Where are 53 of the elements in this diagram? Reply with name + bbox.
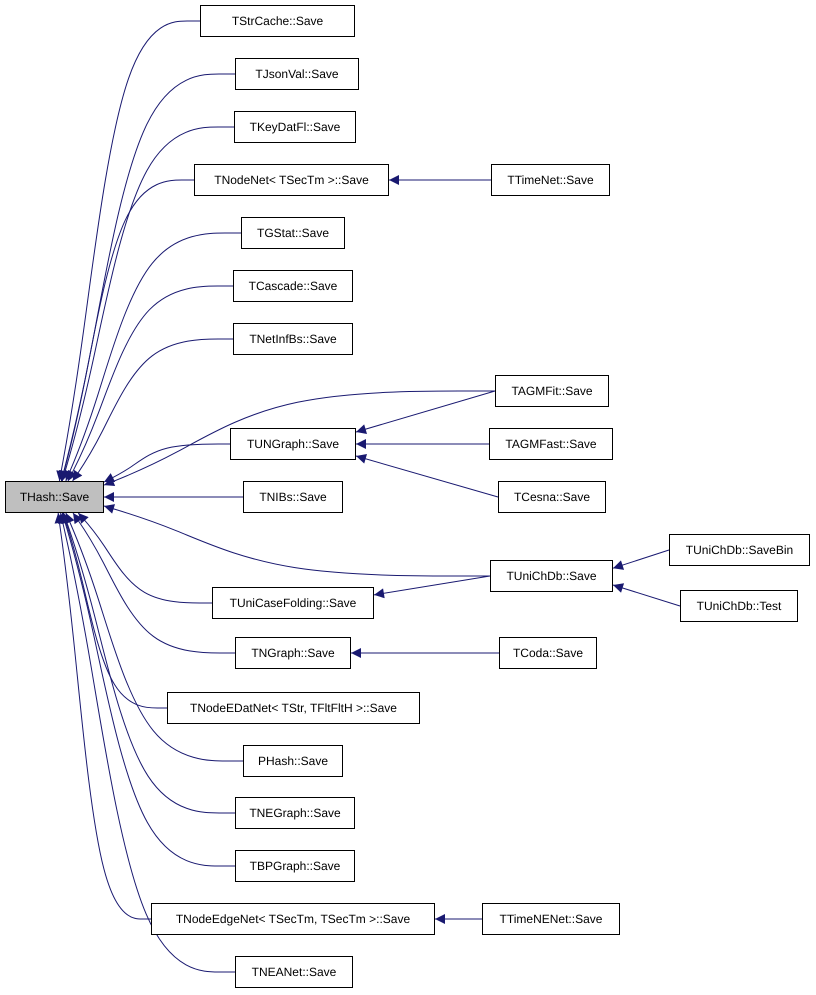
arrow: [72, 338, 234, 482]
function-box: TNodeEDatNet< TStr, TFltFltH >::Save: [167, 692, 420, 724]
function-box: TNetInfBs::Save: [233, 323, 353, 355]
arrow: [388, 175, 492, 185]
arrow: [356, 454, 498, 498]
function-box: TNIBs::Save: [243, 481, 343, 513]
arrow: [68, 286, 234, 482]
arrow: [356, 390, 496, 434]
arrow: [59, 180, 194, 482]
function-box: TUniCaseFolding::Save: [212, 587, 374, 619]
function-box: TTimeNet::Save: [491, 164, 610, 196]
arrow: [374, 576, 490, 598]
function-box: TNGraph::Save: [235, 637, 351, 669]
arrow: [65, 232, 242, 482]
arrow: [65, 512, 244, 762]
arrow: [54, 512, 152, 920]
arrow: [356, 439, 490, 449]
arrow: [104, 492, 244, 502]
function-box: TBPGraph::Save: [235, 850, 355, 882]
function-box: TNodeNet< TSecTm >::Save: [194, 164, 389, 196]
function-box: TJsonVal::Save: [235, 58, 359, 90]
function-box: TTimeNENet::Save: [482, 903, 620, 935]
function-box: TCascade::Save: [233, 270, 353, 302]
arrow: [62, 512, 236, 814]
arrow: [60, 512, 236, 866]
function-box: TCoda::Save: [499, 637, 597, 669]
function-box: TNEGraph::Save: [235, 797, 355, 829]
function-box: TAGMFast::Save: [489, 428, 613, 460]
arrow: [350, 648, 500, 658]
function-box: TNodeEdgeNet< TSecTm, TSecTm >::Save: [151, 903, 435, 935]
function-box: TKeyDatFl::Save: [234, 111, 356, 143]
function-box: TUniChDb::Test: [680, 590, 798, 622]
arrow: [104, 504, 490, 576]
arrow: [104, 444, 230, 483]
arrow: [78, 512, 212, 604]
arrow: [56, 20, 200, 482]
arrow: [72, 512, 236, 654]
function-box: TUNGraph::Save: [230, 428, 356, 460]
highlighted-function-box: THash::Save: [5, 481, 104, 513]
function-box: TGStat::Save: [241, 217, 345, 249]
function-box: TAGMFit::Save: [495, 375, 609, 407]
arrow: [104, 390, 496, 486]
function-box: TUniChDb::SaveBin: [669, 534, 810, 566]
function-box: TUniChDb::Save: [490, 560, 613, 592]
arrow: [61, 512, 168, 708]
arrow: [58, 512, 236, 972]
function-box: TCesna::Save: [498, 481, 606, 513]
function-box: TNEANet::Save: [235, 956, 353, 988]
function-box: TStrCache::Save: [200, 5, 355, 37]
function-box: PHash::Save: [243, 745, 343, 777]
arrow: [612, 550, 670, 570]
arrow: [434, 914, 482, 924]
arrow: [612, 583, 680, 606]
